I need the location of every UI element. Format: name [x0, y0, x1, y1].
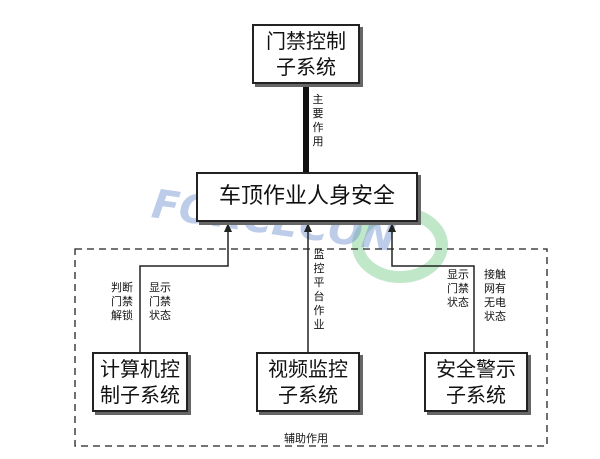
video-monitoring-subsystem-box: 视频监控 子系统 [256, 352, 360, 412]
auxiliary-region [74, 248, 548, 447]
auxiliary-role-label: 辅助作用 [284, 432, 328, 445]
safety-warning-subsystem-box: 安全警示 子系统 [424, 352, 528, 412]
arrow-right [388, 223, 396, 232]
judge-unlock-label: 判断 门禁 解锁 [111, 281, 133, 322]
grid-power-status-label: 接触 网有 无电 状态 [484, 268, 506, 323]
access-control-subsystem-box: 门禁控制 子系统 [252, 24, 360, 84]
main-role-label: 主 要 作 用 [312, 93, 324, 148]
display-status-right-label: 显示 门禁 状态 [447, 268, 469, 309]
monitor-platform-label: 监 控 平 台 作 业 [313, 248, 325, 331]
display-status-left-label: 显示 门禁 状态 [149, 281, 171, 322]
roof-work-safety-box: 车顶作业人身安全 [196, 172, 418, 222]
arrow-left [224, 223, 232, 232]
computer-connector [139, 226, 229, 352]
computer-control-subsystem-box: 计算机控 制子系统 [92, 352, 188, 412]
arrow-middle [304, 223, 312, 232]
alarm-connector [391, 226, 475, 352]
